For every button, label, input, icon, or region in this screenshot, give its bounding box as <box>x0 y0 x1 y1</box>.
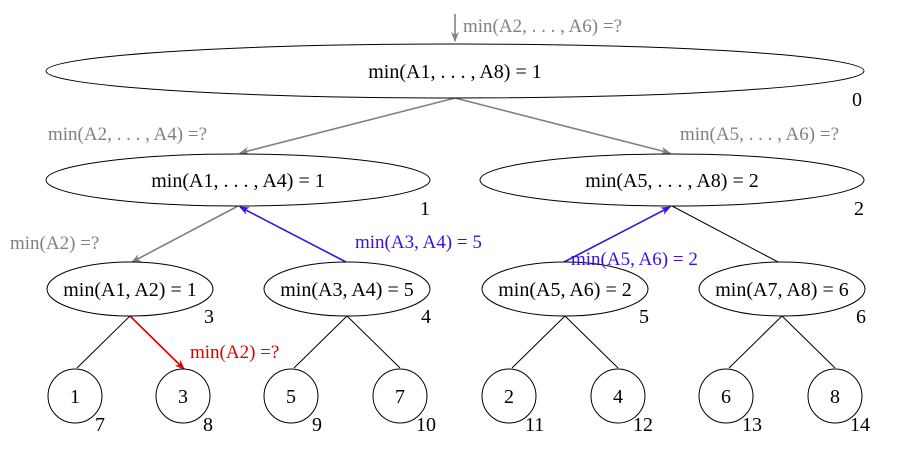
arrow-node1-to-node3 <box>131 205 239 263</box>
query-arrows <box>131 14 671 263</box>
node-6-index: 6 <box>856 306 866 328</box>
edge-5-12 <box>564 315 619 369</box>
node-14 <box>807 368 863 424</box>
node-2-label: min(A5, . . . , A8) = 2 <box>585 170 759 192</box>
annotations: min(A2, . . . , A6) =? min(A2, . . . , A… <box>10 16 839 363</box>
node-8-index: 8 <box>203 414 213 436</box>
internal-nodes <box>45 43 866 317</box>
node-13-label: 6 <box>721 386 731 408</box>
tree-edges <box>76 205 836 369</box>
arrow-root-to-node2 <box>454 97 671 155</box>
node-indices: 0 1 2 3 4 5 6 7 8 9 10 11 12 13 14 <box>95 89 870 436</box>
node-6 <box>698 261 866 317</box>
node-4 <box>263 261 431 317</box>
answer-arrows <box>239 206 671 263</box>
node-13-index: 13 <box>742 414 762 436</box>
node-9 <box>263 368 319 424</box>
node-4-index: 4 <box>421 306 431 328</box>
node-5-index: 5 <box>639 306 649 328</box>
node-14-label: 8 <box>830 386 840 408</box>
node-8 <box>155 368 211 424</box>
node-1-label: min(A1, . . . , A4) = 1 <box>151 170 325 192</box>
leaf-nodes <box>47 368 863 424</box>
red-query-arrow <box>129 315 185 370</box>
node-3-label: min(A1, A2) = 1 <box>63 279 197 301</box>
node-7-label: 1 <box>70 386 80 408</box>
node4-answer-label: min(A3, A4) = 5 <box>355 232 482 253</box>
node-0-label: min(A1, . . . , A8) = 1 <box>368 61 542 83</box>
right-query-label: min(A5, . . . , A6) =? <box>680 124 839 145</box>
node-0 <box>45 43 865 99</box>
edge-2-6 <box>671 205 781 264</box>
root-query-label: min(A2, . . . , A6) =? <box>463 16 622 37</box>
node-2-index: 2 <box>854 198 864 220</box>
node-10 <box>372 368 428 424</box>
edge-6-14 <box>781 315 836 369</box>
node-9-index: 9 <box>312 414 322 436</box>
node-7 <box>47 368 103 424</box>
leaf-query-label: min(A2) =? <box>190 342 279 363</box>
node-11-label: 2 <box>504 386 514 408</box>
node-5 <box>481 261 649 317</box>
node-14-index: 14 <box>850 414 870 436</box>
node-7-index: 7 <box>95 414 105 436</box>
node-5-label: min(A5, A6) = 2 <box>498 279 632 301</box>
node-12-label: 4 <box>613 386 623 408</box>
node-2 <box>479 153 865 207</box>
node-3 <box>46 261 214 317</box>
node-11 <box>481 368 537 424</box>
node-6-label: min(A7, A8) = 6 <box>715 279 849 301</box>
node-0-index: 0 <box>852 89 862 111</box>
arrow-node3-to-leaf8 <box>129 315 185 370</box>
node-12 <box>590 368 646 424</box>
node-13 <box>698 368 754 424</box>
arrow-root-to-node1 <box>239 97 456 155</box>
node-8-label: 3 <box>178 386 188 408</box>
edge-3-7 <box>76 315 131 369</box>
edge-6-13 <box>728 315 783 369</box>
node-3-index: 3 <box>204 306 214 328</box>
node-9-label: 5 <box>286 386 296 408</box>
edge-4-10 <box>346 315 401 369</box>
node-10-index: 10 <box>416 414 436 436</box>
left-query-label: min(A2, . . . , A4) =? <box>48 124 207 145</box>
node-11-index: 11 <box>525 414 544 436</box>
node-4-label: min(A3, A4) = 5 <box>280 279 414 301</box>
node-labels: min(A1, . . . , A8) = 1 min(A1, . . . , … <box>63 61 849 408</box>
node1-query-label: min(A2) =? <box>10 233 99 254</box>
arrow-node5-to-node2 <box>563 206 671 263</box>
node-1 <box>45 153 431 207</box>
edge-4-9 <box>293 315 348 369</box>
arrow-node4-to-node1 <box>239 206 347 263</box>
edge-5-11 <box>511 315 566 369</box>
node5-answer-label: min(A5, A6) = 2 <box>571 249 698 270</box>
node-10-label: 7 <box>395 386 405 408</box>
node-12-index: 12 <box>633 414 653 436</box>
node-1-index: 1 <box>420 198 430 220</box>
